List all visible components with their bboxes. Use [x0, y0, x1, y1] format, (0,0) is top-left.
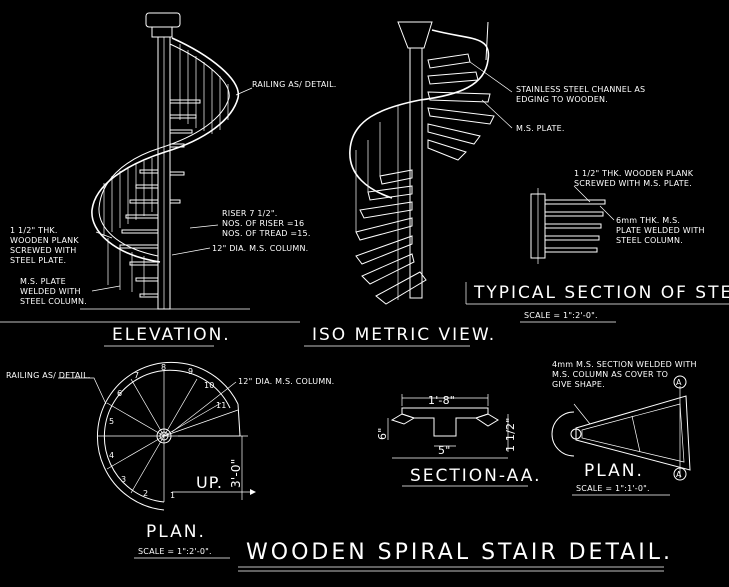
typical-scale: SCALE = 1":2'-0". [524, 311, 598, 320]
plan-right-title: PLAN. [584, 461, 644, 481]
column-cap [145, 12, 181, 28]
up-label: UP. [196, 473, 223, 492]
column-note: 12" DIA. M.S. COLUMN. [212, 244, 308, 253]
plan-left: 1 2 3 4 5 6 7 8 9 10 11 UP. 3'-0" RAILIN… [6, 361, 334, 559]
plank-note-4: STEEL PLATE. [10, 256, 66, 265]
elevation-title: ELEVATION. [112, 325, 231, 345]
section-marker-a-top: A [676, 378, 682, 387]
plan-column-note: 12" DIA. M.S. COLUMN. [238, 377, 334, 386]
section-note-3: 6mm THK. M.S. [616, 216, 680, 225]
step-number-8: 8 [161, 363, 166, 372]
msplate-note-3: STEEL COLUMN. [20, 297, 87, 306]
step-number-5: 5 [109, 417, 114, 426]
plank-note-3: SCREWED WITH [10, 246, 77, 255]
treads [119, 99, 201, 298]
section-right-dim: 1 1/2" [504, 418, 517, 452]
step-number-10: 10 [204, 381, 215, 390]
typical-title: TYPICAL SECTION OF STEPS. [473, 283, 729, 303]
plan-right: A A 4mm M.S. SECTION WELDED WITH M.S. CO… [551, 360, 697, 496]
balusters [103, 44, 229, 296]
helix-rail [91, 37, 240, 263]
iso-rail [349, 29, 490, 199]
elevation-view: RAILING AS/ DETAIL. 1 1/2" THK. WOODEN P… [0, 12, 337, 347]
section-note-5: STEEL COLUMN. [616, 236, 683, 245]
section-aa: 1'-8" 6" 5" 1 1/2" SECTION-AA. [376, 394, 542, 487]
msplate-note-2: WELDED WITH [20, 287, 81, 296]
right-note-1: 4mm M.S. SECTION WELDED WITH [552, 360, 697, 369]
channel-note-2: EDGING TO WOODEN. [516, 95, 608, 104]
step-number-11: 11 [216, 401, 227, 410]
section-aa-title: SECTION-AA. [410, 466, 542, 486]
riser-note-1: RISER 7 1/2". [222, 209, 277, 218]
plan-dimension: 3'-0" [229, 459, 243, 488]
channel-note-1: STAINLESS STEEL CHANNEL AS [516, 85, 645, 94]
plank-note-2: WOODEN PLANK [10, 236, 79, 245]
riser-note-2: NOS. OF RISER =16 [222, 219, 304, 228]
step-number-1: 1 [170, 491, 175, 500]
step-number-4: 4 [109, 451, 114, 460]
main-title: WOODEN SPIRAL STAIR DETAIL. [246, 540, 673, 565]
section-base-dim: 5" [438, 444, 450, 457]
railing-note: RAILING AS/ DETAIL. [252, 80, 337, 89]
step-number-2: 2 [143, 489, 148, 498]
ms-plate-note: M.S. PLATE. [516, 124, 565, 133]
section-note-4: PLATE WELDED WITH [616, 226, 705, 235]
plan-railing-note: RAILING AS/ DETAIL. [6, 371, 91, 380]
step-number-6: 6 [117, 389, 122, 398]
riser-note-3: NOS. OF TREAD =15. [222, 229, 311, 238]
section-marker-a-bottom: A [676, 470, 682, 479]
step-number-3: 3 [121, 475, 126, 484]
section-note-1: 1 1/2" THK. WOODEN PLANK [574, 169, 694, 178]
typical-section: 1 1/2" THK. WOODEN PLANK SCREWED WITH M.… [465, 169, 729, 323]
section-note-2: SCREWED WITH M.S. PLATE. [574, 179, 692, 188]
iso-title: ISO METRIC VIEW. [312, 325, 496, 345]
iso-treads [355, 53, 495, 305]
plan-outer-circle [96, 361, 239, 511]
msplate-note-1: M.S. PLATE [20, 277, 66, 286]
plan-left-title: PLAN. [146, 522, 206, 542]
plan-left-scale: SCALE = 1":2'-0". [138, 547, 212, 556]
step-number-7: 7 [134, 371, 139, 380]
step-number-9: 9 [188, 367, 193, 376]
plank-note-1: 1 1/2" THK. [10, 226, 58, 235]
right-note-3: GIVE SHAPE. [552, 380, 605, 389]
right-note-2: M.S. COLUMN AS COVER TO [552, 370, 668, 379]
plan-right-scale: SCALE = 1":1'-0". [576, 484, 650, 493]
isometric-view: STAINLESS STEEL CHANNEL AS EDGING TO WOO… [304, 21, 645, 347]
section-width-dim: 1'-8" [428, 394, 455, 407]
section-height-dim: 6" [376, 428, 389, 440]
